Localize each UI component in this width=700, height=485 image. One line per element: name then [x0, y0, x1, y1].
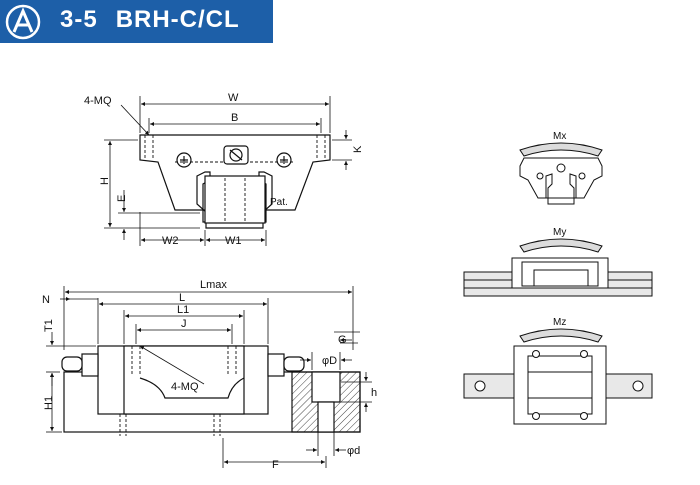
dim-label-t1: T1	[43, 319, 55, 332]
grease-nipple-right	[283, 356, 305, 372]
dim-label-b: B	[231, 112, 238, 124]
moment-mx-view	[519, 142, 603, 205]
series-name: BRH-C/CL	[115, 6, 240, 33]
dim-label-j: J	[181, 318, 187, 330]
dim-label-w: W	[228, 92, 239, 104]
front-dimension-labels: 4-MQ W B H E K W2 W1	[84, 92, 364, 247]
dim-label-w1: W1	[225, 235, 242, 247]
side-dimensions	[46, 286, 372, 468]
moment-label-mz: Mz	[553, 317, 566, 328]
dim-label-e: E	[116, 195, 128, 202]
dim-label-h1: H1	[43, 396, 55, 410]
front-dimensions	[104, 96, 352, 246]
pat-label: Pat.	[270, 197, 288, 208]
dim-label-h: H	[99, 177, 111, 185]
moment-my-view	[463, 238, 653, 297]
side-dimension-labels: Lmax L L1 J N T1 H1 4-MQ G φD h F φd	[42, 279, 377, 471]
brand-logo-icon	[4, 4, 42, 40]
dim-label-f: F	[272, 459, 279, 471]
moment-mz-view	[463, 328, 653, 425]
section-number: 3-5	[60, 6, 98, 33]
moment-label-my: My	[553, 227, 566, 238]
dim-label-lmax: Lmax	[200, 279, 227, 291]
dim-label-w2: W2	[162, 235, 179, 247]
front-view	[139, 134, 331, 229]
dim-label-l: L	[179, 292, 185, 304]
side-view	[61, 345, 361, 436]
dim-label-4mq-side: 4-MQ	[171, 381, 199, 393]
dim-label-l1: L1	[177, 304, 189, 316]
header-bar: 3-5 BRH-C/CL	[0, 0, 273, 43]
dim-label-k: K	[352, 145, 364, 153]
dim-label-phi-d-lower: φd	[347, 445, 360, 457]
page-title: 3-5 BRH-C/CL	[60, 6, 240, 34]
dim-label-h-lower: h	[371, 387, 377, 399]
dim-label-g: G	[338, 334, 347, 346]
grease-nipple-left	[61, 356, 83, 372]
dim-label-4mq-front: 4-MQ	[84, 95, 112, 107]
dim-label-phi-d-upper: φD	[322, 355, 337, 367]
moment-label-mx: Mx	[553, 131, 566, 142]
dim-label-n: N	[42, 294, 50, 306]
